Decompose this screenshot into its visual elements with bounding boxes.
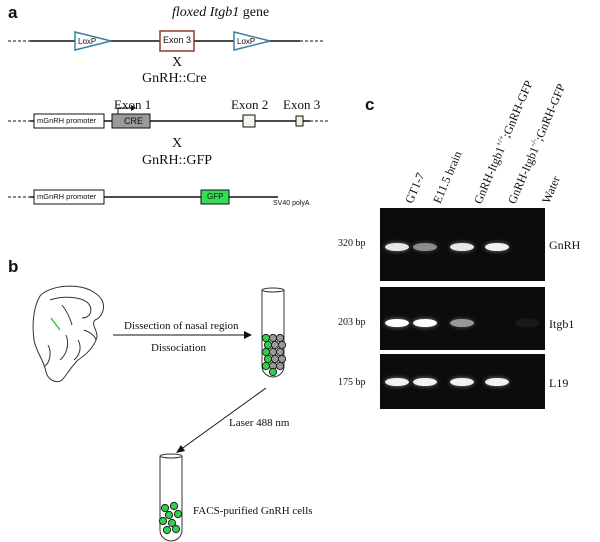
tss-arrow (117, 107, 131, 114)
gel-band (515, 319, 539, 327)
cross-1: X (172, 55, 183, 70)
promoter-2-box (33, 189, 105, 205)
cre-construct-label: GnRH::Cre (142, 71, 207, 86)
gel-gene-3: L19 (549, 376, 569, 390)
gfp-construct-label: GnRH::GFP (142, 153, 213, 168)
unlabeled-cell (275, 347, 285, 357)
promoter-1-label: mGnRH promoter (37, 116, 97, 125)
gfp-cell (160, 503, 170, 513)
step-dissection: Dissection of nasal region (124, 320, 239, 332)
unlabeled-cell (268, 333, 278, 343)
step-dissociation: Dissociation (151, 342, 206, 354)
gel-gene-1: GnRH (549, 238, 581, 252)
promoter-2-label: mGnRH promoter (37, 192, 97, 201)
gel-band (450, 243, 474, 251)
gel-size-3: 175 bp (338, 377, 366, 388)
loxp-1-triangle (74, 31, 112, 51)
unlabeled-cell (277, 354, 287, 364)
promoter-1-box (33, 113, 105, 129)
unlabeled-cell (275, 361, 285, 371)
cre-box (111, 113, 151, 129)
gfp-label: GFP (207, 192, 224, 201)
loxp-2-label: LoxP (237, 37, 256, 46)
exon1-label: Exon 1 (114, 97, 152, 112)
gfp-cell (261, 333, 271, 343)
laser-arrowhead (176, 445, 185, 453)
loxp-2-triangle (233, 31, 271, 51)
unlabeled-cell (270, 340, 280, 350)
gfp-cell (167, 518, 177, 528)
tube-1-cells (261, 333, 287, 377)
gfp-cell (173, 509, 183, 519)
nasal-region-mark (50, 317, 61, 331)
unlabeled-cell (270, 354, 280, 364)
embryo-drawing (32, 285, 104, 383)
floxed-gene-italic: floxed Itgb1 (172, 5, 240, 20)
floxed-gene-rest: gene (239, 5, 270, 20)
gfp-cell (171, 524, 181, 534)
gel-size-2: 203 bp (338, 317, 366, 328)
gel-band (413, 378, 437, 386)
laser-label: Laser 488 nm (229, 417, 290, 429)
laser-arrow (179, 387, 267, 451)
gfp-cell (162, 525, 172, 535)
loxp-1-label: LoxP (78, 37, 97, 46)
facs-label: FACS-purified GnRH cells (193, 505, 313, 517)
gfp-cell (261, 361, 271, 371)
gel-band (413, 243, 437, 251)
unlabeled-cell (277, 340, 287, 350)
tss-arrowhead (131, 105, 136, 111)
panel-c-label: c (365, 95, 375, 114)
gfp-cell (169, 501, 179, 511)
exon3-label: Exon 3 (283, 97, 321, 112)
dissection-arrowhead (244, 331, 252, 339)
panel-b-label: b (8, 257, 19, 276)
tube-2-cells (158, 501, 183, 535)
gel-band (385, 378, 409, 386)
panel-a-label: a (8, 3, 18, 22)
exon3-box-label: Exon 3 (163, 35, 192, 45)
polya-label: SV40 polyA (273, 200, 310, 207)
unlabeled-cell (268, 347, 278, 357)
gfp-cell (158, 516, 168, 526)
gel-size-1: 320 bp (338, 238, 366, 249)
exon2-box (242, 114, 256, 128)
gel-band (385, 319, 409, 327)
tube-2-rim (159, 453, 183, 459)
cross-2: X (172, 136, 183, 151)
gfp-cell (263, 340, 273, 350)
gel-band (450, 319, 474, 327)
gel-band (413, 319, 437, 327)
gfp-cell (263, 354, 273, 364)
exon3-box (159, 30, 195, 52)
gel-band (450, 378, 474, 386)
gel-band (385, 243, 409, 251)
tube-1-rim (261, 287, 285, 293)
gel-gene-2: Itgb1 (549, 317, 575, 331)
gfp-box (200, 189, 230, 205)
exon2-label: Exon 2 (231, 97, 269, 112)
exon3-small-box (295, 115, 304, 127)
gfp-cell (268, 367, 278, 377)
gel-band (485, 378, 509, 386)
floxed-gene-title: floxed Itgb1 gene (172, 6, 269, 20)
cre-label: CRE (124, 116, 144, 126)
gel-band (485, 243, 509, 251)
gfp-cell (261, 347, 271, 357)
gel-itgb1 (380, 287, 545, 350)
unlabeled-cell (275, 333, 285, 343)
gfp-cell (164, 510, 174, 520)
